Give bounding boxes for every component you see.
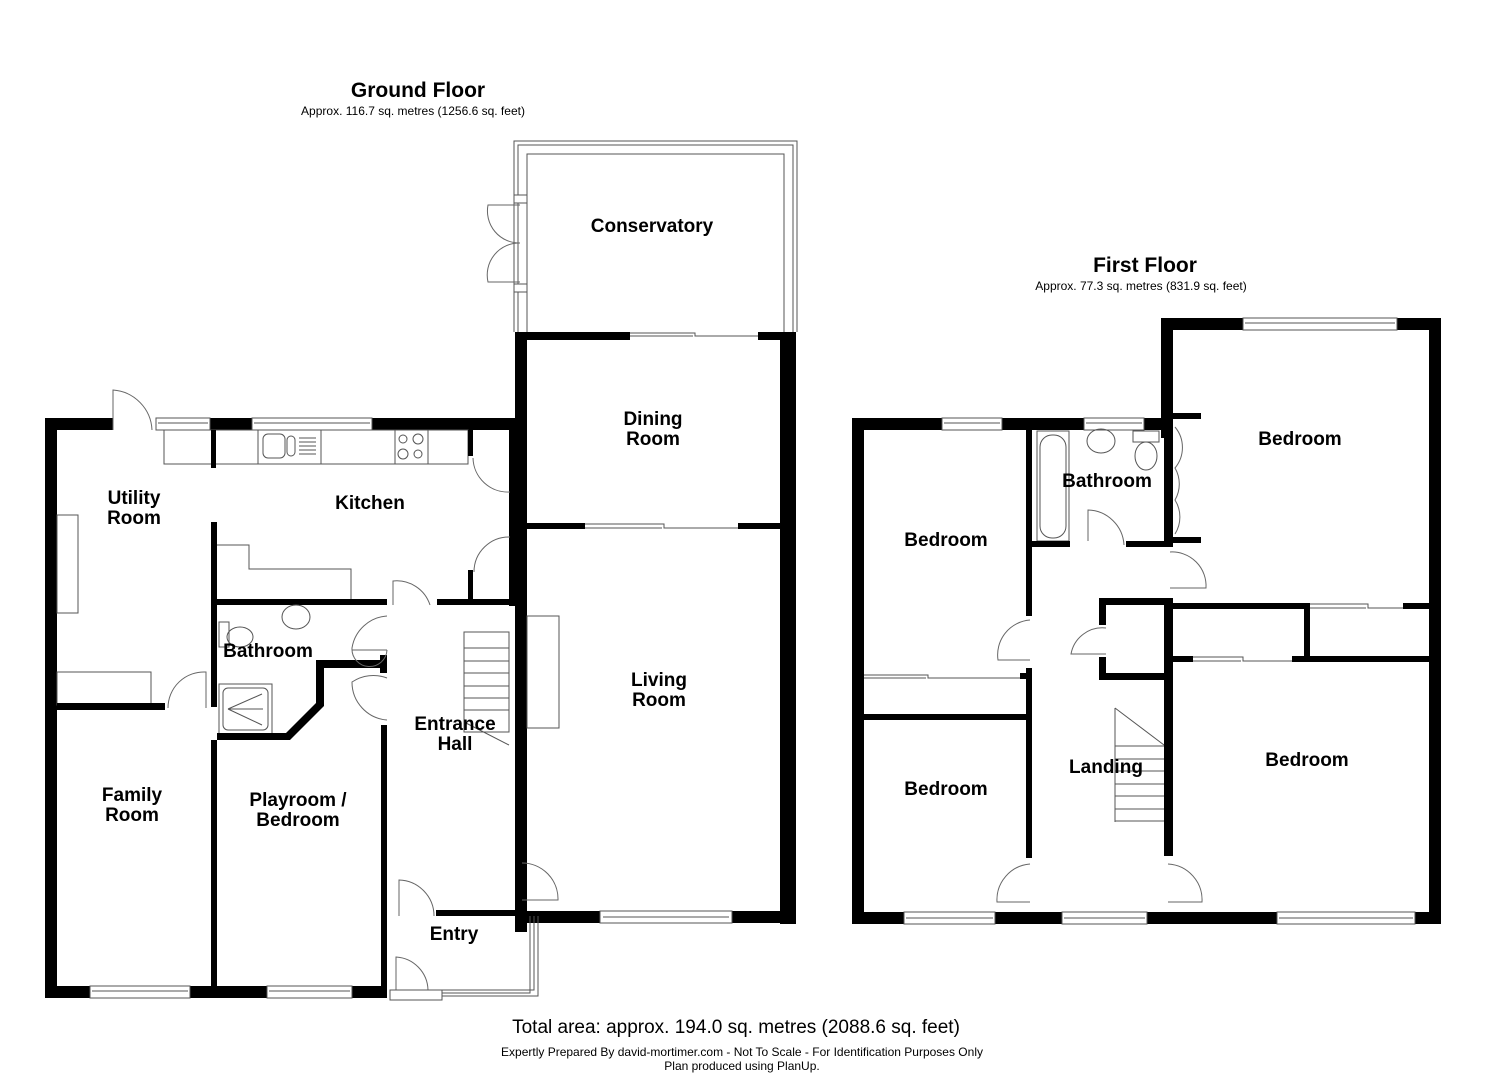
family-room-label-1: Family <box>102 785 163 806</box>
first-floor-area: Approx. 77.3 sq. metres (831.9 sq. feet) <box>1035 279 1246 293</box>
family-room-label-2: Room <box>105 805 159 826</box>
living-room-door <box>521 862 559 901</box>
conservatory-frame <box>513 140 798 332</box>
master-bedroom-door <box>1169 551 1207 589</box>
bathroom-door <box>351 615 388 667</box>
hob-icon <box>397 433 424 460</box>
conservatory-label: Conservatory <box>591 216 714 237</box>
first-bathroom-label: Bathroom <box>1062 471 1152 492</box>
front-door <box>395 956 429 991</box>
utility-room-label-1: Utility <box>108 488 161 509</box>
total-area: Total area: approx. 194.0 sq. metres (20… <box>512 1017 960 1038</box>
credit-line-2: Plan produced using PlanUp. <box>664 1059 819 1073</box>
playroom-label-2: Bedroom <box>256 810 339 831</box>
ground-bathroom-fixtures <box>218 604 311 735</box>
first-floor-labels: Bedroom Bathroom Bedroom Bedroom Landing… <box>904 429 1348 800</box>
dining-room-label-1: Dining <box>623 409 682 430</box>
first-floor-plan <box>852 317 1441 925</box>
utility-back-door <box>112 389 153 431</box>
credit-line-1: Expertly Prepared By david-mortimer.com … <box>501 1045 983 1059</box>
sink-icon <box>262 433 316 459</box>
kitchen-label: Kitchen <box>335 493 405 514</box>
kitchen-door <box>392 580 431 606</box>
living-room-label-2: Room <box>632 690 686 711</box>
bedroom-top-left-label: Bedroom <box>904 530 987 551</box>
bedroom-top-right-label: Bedroom <box>1258 429 1341 450</box>
landing-label: Landing <box>1069 757 1143 778</box>
ground-floor-plan <box>45 140 798 1001</box>
ground-floor-area: Approx. 116.7 sq. metres (1256.6 sq. fee… <box>301 104 525 118</box>
wardrobe-doors <box>1174 426 1183 535</box>
bedroom-bottom-left-label: Bedroom <box>904 779 987 800</box>
first-floor-title: First Floor <box>1093 254 1197 277</box>
conservatory-door <box>486 204 521 283</box>
ground-staircase <box>463 631 510 746</box>
kitchen-worktop <box>163 429 469 465</box>
first-staircase <box>1114 707 1165 822</box>
entrance-hall-label-2: Hall <box>438 734 473 755</box>
first-bathroom-door <box>1087 509 1125 546</box>
bedroom-left-top-door <box>997 619 1031 661</box>
playroom-door <box>351 674 388 721</box>
ground-floor-title: Ground Floor <box>351 79 485 102</box>
fireplace <box>526 615 560 729</box>
bedroom-bottom-right-label: Bedroom <box>1265 750 1348 771</box>
living-room-label-1: Living <box>631 670 687 691</box>
family-room-door <box>167 671 207 709</box>
entry-inner-door <box>398 879 435 917</box>
ground-floor-labels: Conservatory Dining Room Utility Room Ki… <box>102 216 714 945</box>
playroom-label-1: Playroom / <box>249 790 347 811</box>
ground-bathroom-label: Bathroom <box>223 641 313 662</box>
airing-cupboard-door <box>1070 627 1107 655</box>
dining-room-label-2: Room <box>626 429 680 450</box>
bedroom-bottom-right-door <box>1167 863 1203 903</box>
entry-label: Entry <box>430 924 479 945</box>
bedroom-bottom-left-door <box>996 863 1031 903</box>
utility-room-label-2: Room <box>107 508 161 529</box>
entrance-hall-label-1: Entrance <box>414 714 495 735</box>
